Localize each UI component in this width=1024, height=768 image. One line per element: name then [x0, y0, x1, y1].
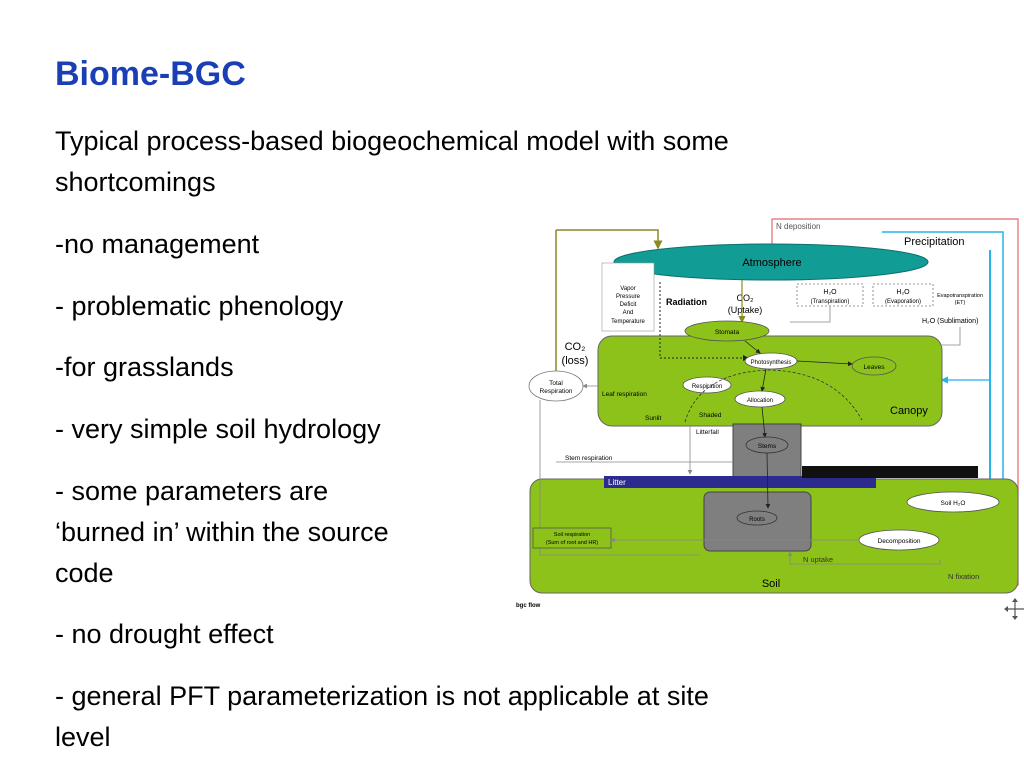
- h2o-evap-2: (Evaporation): [885, 299, 921, 305]
- co2-loss-2: (loss): [562, 355, 589, 367]
- litter-bar: [604, 476, 876, 488]
- h2o-sublimation: H₂O (Sublimation): [922, 318, 978, 325]
- total-resp-1: Total: [549, 380, 563, 387]
- h2o-transp-2: (Transpiration): [811, 299, 850, 305]
- litterfall-label: Litterfall: [696, 429, 719, 436]
- co2-loss-1: CO₂: [565, 341, 586, 353]
- decomposition-label: Decomposition: [878, 538, 921, 545]
- allocation-label: Allocation: [747, 398, 773, 404]
- bullet-grasslands: -for grasslands: [55, 352, 234, 382]
- n-fixation-label: N fixation: [948, 572, 979, 581]
- respiration-node: [682, 376, 732, 394]
- diagram-caption: bgc flow: [516, 603, 541, 609]
- stomata-to-photo: [744, 340, 761, 354]
- bullet-drought: - no drought effect: [55, 619, 274, 649]
- intro-line-1: Typical process-based biogeochemical mod…: [55, 126, 729, 156]
- et-label-1: Evapotranspiration: [937, 293, 983, 299]
- photo-to-leaves: [796, 360, 853, 367]
- sunlit-shaded-arc: [684, 369, 863, 423]
- stems-label: Stems: [758, 443, 777, 450]
- bullet-no-management: -no management: [55, 229, 260, 259]
- bullet-pft-line-1: - general PFT parameterization is not ap…: [55, 681, 709, 711]
- sunlit-label: Sunlit: [645, 415, 661, 422]
- n-uptake-line: [787, 551, 941, 565]
- soil-h2o-label: Soil H₂O: [941, 500, 966, 507]
- respiration-label: Respiration: [692, 384, 722, 390]
- alloc-to-stems: [761, 406, 767, 438]
- soil-label: Soil: [762, 578, 780, 590]
- n-deposition-label: N deposition: [776, 222, 820, 231]
- photosynthesis-label: Photosynthesis: [751, 360, 792, 366]
- photo-to-alloc: [760, 368, 767, 392]
- et-label-2: (ET): [955, 300, 966, 306]
- leaves-label: Leaves: [864, 364, 886, 371]
- radiation-label: Radiation: [666, 297, 707, 307]
- total-resp-2: Respiration: [540, 388, 573, 395]
- roots-label: Roots: [749, 517, 765, 523]
- transp-line: [790, 306, 831, 323]
- litter-label: Litter: [608, 478, 626, 487]
- h2o-transp-1: H₂O: [823, 289, 837, 296]
- soil-resp-1: Soil respiration: [554, 532, 590, 538]
- vpd-line-1: Vapor: [620, 286, 636, 292]
- intro-line-2: shortcomings: [55, 167, 216, 197]
- bullet-pft-line-2: level: [55, 722, 111, 752]
- stomata-label: Stomata: [715, 329, 740, 336]
- move-cursor-icon: [1004, 598, 1024, 620]
- allocation-node: [734, 390, 786, 408]
- slide-title: Biome-BGC: [55, 55, 246, 93]
- vpd-line-4: And: [623, 310, 634, 316]
- leaf-respiration-label: Leaf respiration: [602, 391, 647, 398]
- bullet-parameters-line-3: code: [55, 558, 114, 588]
- resp-return-line: [539, 400, 700, 556]
- vpd-line-3: Deficit: [620, 302, 637, 308]
- black-bar: [802, 466, 978, 478]
- soil-resp-2: (Sum of root and HR): [546, 540, 598, 546]
- bullet-phenology: - problematic phenology: [55, 291, 344, 321]
- soil-h2o-node: [906, 491, 1000, 513]
- shaded-label: Shaded: [699, 412, 722, 419]
- vpd-box: [601, 262, 655, 332]
- co2-uptake-2: (Uptake): [728, 305, 763, 315]
- stem-respiration-label: Stem respiration: [565, 455, 613, 462]
- h2o-evap-1: H₂O: [896, 289, 910, 296]
- roots-node: [736, 510, 778, 526]
- bullet-parameters-line-2: ‘burned in’ within the source: [55, 517, 389, 547]
- vpd-line-5: Temperature: [611, 319, 645, 325]
- stems-to-roots: [765, 452, 771, 509]
- co2-loss-olive: [556, 229, 663, 250]
- bullet-soil-hydrology: - very simple soil hydrology: [55, 414, 381, 444]
- n-uptake-label: N uptake: [803, 555, 833, 564]
- canopy-label: Canopy: [890, 405, 928, 417]
- co2-uptake-1: CO₂: [737, 293, 755, 303]
- stomata-node: [684, 320, 770, 342]
- bullet-parameters-line-1: - some parameters are: [55, 476, 329, 506]
- vpd-line-2: Pressure: [616, 294, 641, 300]
- atmosphere-ellipse: [613, 243, 929, 281]
- precipitation-label: Precipitation: [904, 236, 965, 248]
- sublimation-line: [942, 327, 961, 346]
- h2o-evap-box: [872, 283, 934, 307]
- atmosphere-label: Atmosphere: [742, 257, 801, 269]
